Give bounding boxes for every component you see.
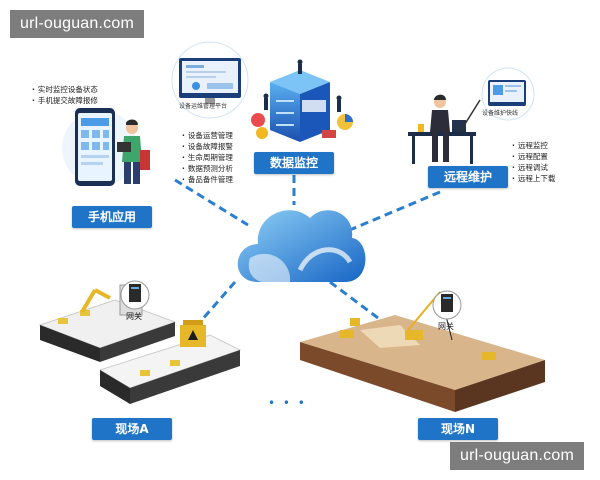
remote-screen-icon: [481, 67, 535, 121]
monitor-feature: 备品备件管理: [182, 174, 233, 185]
gateway-label-site-a: 网关: [126, 312, 142, 321]
phone-icon: [62, 108, 138, 186]
connector-remote: [344, 190, 441, 234]
remote-feature: 远程上下载: [512, 173, 556, 184]
person-at-desk-icon: [408, 94, 481, 164]
more-sites-ellipsis: • • •: [268, 396, 307, 410]
mobile-features-list: 实时监控设备状态 手机提交故障报修: [32, 84, 98, 106]
platform-screen-caption: 设备运维管理平台: [179, 103, 228, 110]
connector-mobile: [174, 178, 249, 227]
monitor-feature: 生命周期管理: [182, 152, 233, 163]
node-label-mobile-app: 手机应用: [72, 206, 152, 228]
person-with-tablet-icon: [117, 119, 150, 184]
connector-site-n: [329, 280, 379, 320]
remote-features-list: 远程监控 远程配置 远程调试 远程上下载: [512, 140, 556, 184]
monitor-feature: 数据预测分析: [182, 163, 233, 174]
remote-feature: 远程调试: [512, 162, 555, 173]
cloud-icon: [237, 210, 366, 282]
monitor-feature: 设备运营管理: [182, 130, 233, 141]
mobile-feature: 实时监控设备状态: [32, 84, 98, 95]
monitor-features-list: 设备运营管理 设备故障报警 生命周期管理 数据预测分析 备品备件管理: [182, 130, 233, 185]
server-stack-icon: [251, 59, 353, 142]
mining-site-icon: [300, 291, 545, 412]
watermark-bottom: url-ouguan.com: [450, 442, 584, 470]
monitor-feature: 设备故障报警: [182, 141, 233, 152]
remote-feature: 远程监控: [512, 140, 555, 151]
gateway-label-site-n: 网关: [438, 322, 454, 331]
node-label-data-monitor: 数据监控: [254, 152, 334, 174]
node-label-site-a: 现场A: [92, 418, 172, 440]
remote-feature: 远程配置: [512, 151, 555, 162]
gateway-icon-site-n: [432, 290, 462, 320]
mobile-feature: 手机提交故障报修: [32, 95, 98, 106]
node-label-remote-maint: 远程维护: [428, 166, 508, 188]
watermark-top: url-ouguan.com: [10, 10, 144, 38]
remote-screen-caption: 设备维护快线: [482, 110, 519, 117]
gateway-icon-site-a: [120, 280, 150, 310]
node-label-site-n: 现场N: [418, 418, 498, 440]
platform-monitor-icon: [171, 41, 249, 119]
